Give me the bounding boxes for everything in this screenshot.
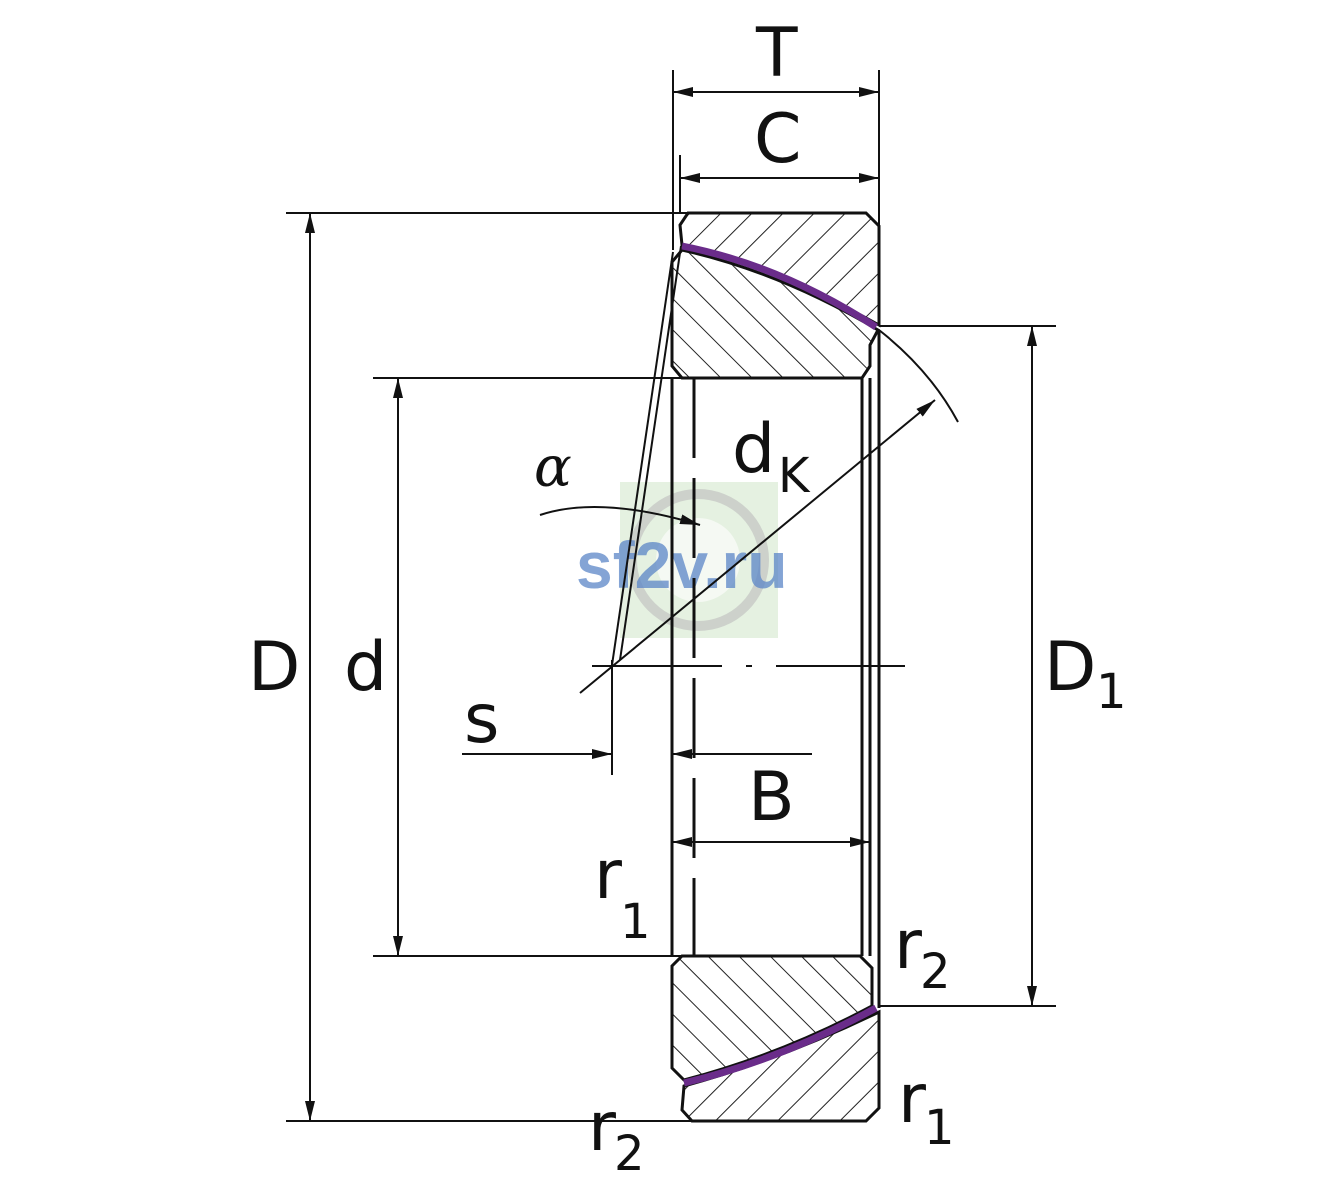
contact-line-1 (611, 251, 674, 666)
label-r1-inner-sub: 1 (620, 894, 651, 950)
label-r2-bottom-sub: 2 (614, 1126, 645, 1182)
label-r2-right-sub: 2 (920, 944, 951, 1000)
label-dK-sub: K (778, 448, 811, 504)
label-r1-bottom-sub: 1 (924, 1100, 955, 1156)
labels: T C D d d K D 1 α s B r 1 r 2 r 2 r 1 (248, 14, 1127, 1182)
label-dK: d (732, 410, 775, 489)
seal-bottom (683, 1004, 878, 1087)
dimension-lines (305, 87, 1037, 1121)
watermark-ring-icon (627, 489, 769, 631)
label-alpha: α (534, 435, 572, 500)
label-C: C (754, 100, 801, 179)
dim-dK (579, 399, 936, 694)
label-B: B (748, 758, 795, 837)
watermark: sf2v.ru (576, 482, 788, 638)
label-T: T (755, 14, 798, 93)
extension-lines (286, 70, 1056, 1122)
label-D1-sub: 1 (1096, 664, 1127, 720)
label-s: s (464, 680, 499, 759)
contact-line-2 (619, 245, 682, 661)
label-D: D (248, 628, 300, 707)
dim-dK-arc (878, 329, 959, 423)
label-r1-inner: r (594, 836, 622, 915)
dim-alpha-arc (539, 506, 701, 526)
label-D1: D (1044, 628, 1096, 707)
label-r2-bottom: r (588, 1088, 616, 1167)
seal-top (681, 242, 878, 330)
label-r2-right: r (894, 906, 922, 985)
watermark-text: sf2v.ru (576, 528, 788, 602)
bearing-bore-lines (670, 330, 881, 1008)
label-r1-bottom: r (898, 1060, 926, 1139)
label-d: d (344, 628, 387, 707)
